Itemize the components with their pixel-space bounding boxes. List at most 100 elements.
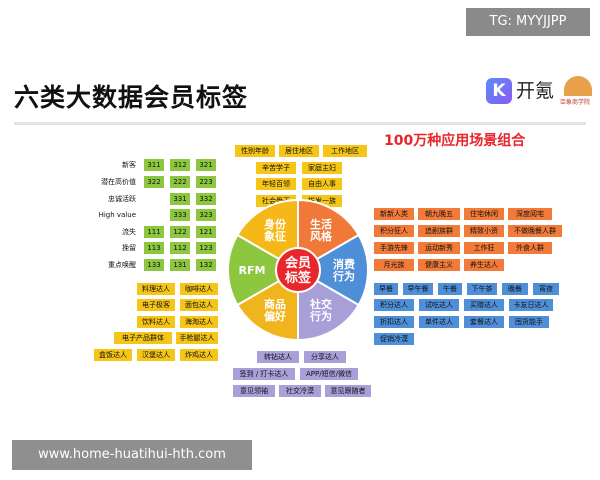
wheel-segment-label: 生活风格: [310, 217, 333, 243]
consumption-tag: 促销冷漠: [374, 333, 414, 345]
wheel-segment-label: 社交行为: [309, 297, 332, 323]
rfm-row-label: 挽留: [122, 244, 136, 252]
lifestyle-tag: 不做晚餐人群: [508, 225, 562, 237]
preference-tag: 海淘达人: [180, 316, 218, 328]
preference-tag: 手枪腿达人: [176, 332, 218, 344]
rfm-row-label: 新客: [122, 161, 136, 169]
rfm-code: 111: [144, 226, 164, 238]
lifestyle-tag: 月光族: [374, 259, 414, 271]
social-tag: 签到 / 打卡达人: [233, 368, 295, 380]
social-tag: 意见领袖: [233, 385, 275, 397]
lifestyle-tag: 朝九晚五: [418, 208, 460, 220]
social-tag: 转钻达人: [257, 351, 299, 363]
rfm-code: 333: [170, 209, 190, 221]
consumption-tag: 试吃达人: [419, 299, 459, 311]
lifestyle-tag: 追剧族群: [418, 225, 460, 237]
social-tag: 意见跟随者: [325, 385, 371, 397]
identity-tag: 年轻百领: [256, 178, 296, 190]
lifestyle-tag: 养生达人: [464, 259, 504, 271]
rfm-row-label: 潜在高价值: [101, 178, 136, 186]
title-divider: [14, 122, 586, 125]
consumption-tag: 宵夜: [533, 283, 559, 295]
watermark-top: TG: MYYJJPP: [466, 8, 590, 36]
rfm-code: 121: [196, 226, 216, 238]
scenario-title: 100万种应用场景组合: [384, 133, 526, 149]
rfm-row-label: 流失: [122, 228, 136, 236]
rfm-code: 133: [144, 259, 164, 271]
consumption-tag: 下午茶: [467, 283, 497, 295]
social-tag: 社交冷漠: [279, 385, 321, 397]
lifestyle-tag: 精致小资: [464, 225, 504, 237]
consumption-tag: 单件达人: [419, 316, 459, 328]
rfm-code: 122: [170, 226, 190, 238]
preference-tag: 饮料达人: [137, 316, 175, 328]
preference-tag: 咖啡达人: [180, 283, 218, 295]
identity-tag: 辛苦学子: [256, 162, 296, 174]
consumption-tag: 卡友日达人: [509, 299, 553, 311]
wheel-center-label: 会员标签: [284, 255, 312, 286]
lifestyle-tag: 运动新秀: [418, 242, 460, 254]
rfm-row-label: 忠诚活跃: [108, 195, 136, 203]
school-logo-name: 亞象商学院: [560, 99, 591, 106]
rfm-code: 311: [144, 159, 164, 171]
preference-tag: 电子产品群体: [114, 332, 172, 344]
page-title: 六类大数据会员标签: [14, 83, 249, 112]
wheel-segment: [297, 268, 360, 342]
lifestyle-tag: 健康主义: [418, 259, 460, 271]
lifestyle-tag: 积分狂人: [374, 225, 414, 237]
logo-name: 开氪: [516, 80, 555, 102]
wheel-segment: [295, 233, 369, 307]
lifestyle-tag: 深度阅宅: [508, 208, 552, 220]
preference-tag: 料理达人: [137, 283, 175, 295]
rfm-code: 223: [196, 176, 216, 188]
preference-tag: 电子极客: [137, 299, 175, 311]
wheel-segment: [297, 198, 360, 272]
consumption-tag: 早午餐: [403, 283, 433, 295]
preference-tag: 炸鸡达人: [180, 349, 218, 361]
preference-tag: 面包达人: [180, 299, 218, 311]
consumption-tag: 囤货能手: [509, 316, 549, 328]
rfm-row-label: High value: [98, 211, 136, 219]
rfm-code: 321: [196, 159, 216, 171]
identity-tag: 性别年龄: [235, 145, 275, 157]
consumption-tag: 午餐: [438, 283, 462, 295]
lifestyle-tag: 外食人群: [508, 242, 552, 254]
consumption-tag: 折扣达人: [374, 316, 414, 328]
consumption-tag: 积分达人: [374, 299, 414, 311]
wheel-segment: [227, 233, 301, 307]
rfm-code: 113: [144, 242, 164, 254]
identity-tag: 工作地区: [323, 145, 367, 157]
rfm-code: 312: [170, 159, 190, 171]
identity-tag: 自由人事: [302, 178, 342, 190]
rfm-code: 112: [170, 242, 190, 254]
rfm-code: 131: [170, 259, 190, 271]
identity-tag: 居住地区: [279, 145, 319, 157]
preference-tag: 盒饭达人: [94, 349, 132, 361]
consumption-tag: 套餐达人: [464, 316, 504, 328]
logo: K 开氪 亞象商学院: [486, 76, 596, 110]
lifestyle-tag: 工作狂: [464, 242, 504, 254]
wheel-segment-label: RFM: [239, 264, 266, 277]
rfm-code: 331: [170, 193, 190, 205]
rfm-code: 222: [170, 176, 190, 188]
watermark-bottom: www.home-huatihui-hth.com: [12, 440, 252, 470]
consumption-tag: 买赠达人: [464, 299, 504, 311]
lifestyle-tag: 手游先锋: [374, 242, 414, 254]
consumption-tag: 早餐: [374, 283, 398, 295]
social-tag: 分享达人: [304, 351, 346, 363]
wheel-center: [275, 247, 321, 293]
wheel-segment: [236, 268, 299, 342]
rfm-code: 323: [196, 209, 216, 221]
social-tag: APP/短信/微信: [300, 368, 358, 380]
rfm-row-label: 重点唤醒: [108, 261, 136, 269]
rfm-code: 332: [196, 193, 216, 205]
lifestyle-tag: 新新人类: [374, 208, 414, 220]
wheel-segment-label: 消费行为: [332, 257, 355, 283]
rfm-code: 132: [196, 259, 216, 271]
identity-tag: 家庭主妇: [302, 162, 342, 174]
preference-tag: 汉堡达人: [137, 349, 175, 361]
school-logo-icon: [564, 76, 592, 96]
wheel-segment: [236, 198, 299, 272]
wheel-segment-label: 商品偏好: [264, 297, 286, 323]
